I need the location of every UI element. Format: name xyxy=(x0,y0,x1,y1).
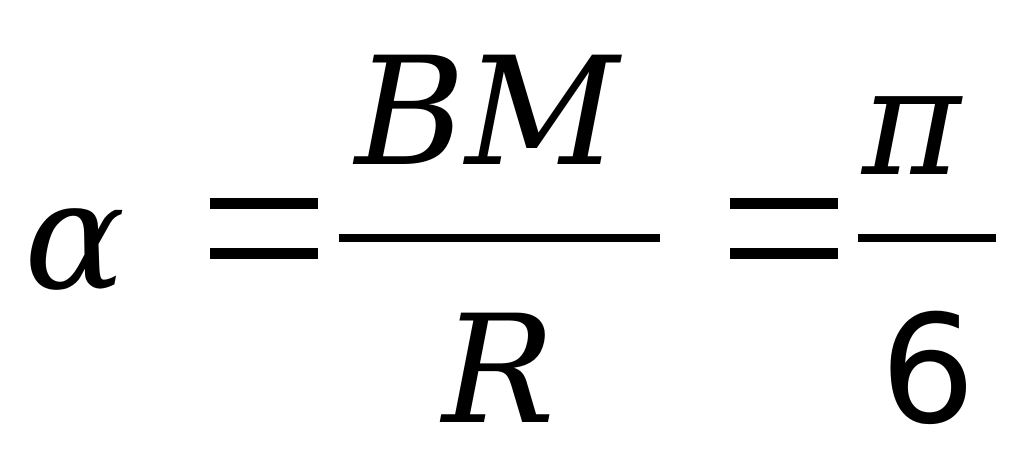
fraction-2-denominator: 6 xyxy=(880,284,976,458)
equals-sign-2-bottom-bar xyxy=(730,248,838,259)
fraction-2-numerator-pi: π xyxy=(862,36,961,210)
fraction-1-numerator: BM xyxy=(355,26,619,200)
fraction-2-bar xyxy=(858,234,996,242)
equals-sign-1-bottom-bar xyxy=(210,248,318,259)
equals-sign-2-top-bar xyxy=(730,198,838,209)
fraction-1-denominator: R xyxy=(442,284,555,458)
fraction-1-bar xyxy=(339,234,660,242)
equals-sign-1-top-bar xyxy=(210,198,318,209)
alpha-symbol: α xyxy=(24,150,126,324)
